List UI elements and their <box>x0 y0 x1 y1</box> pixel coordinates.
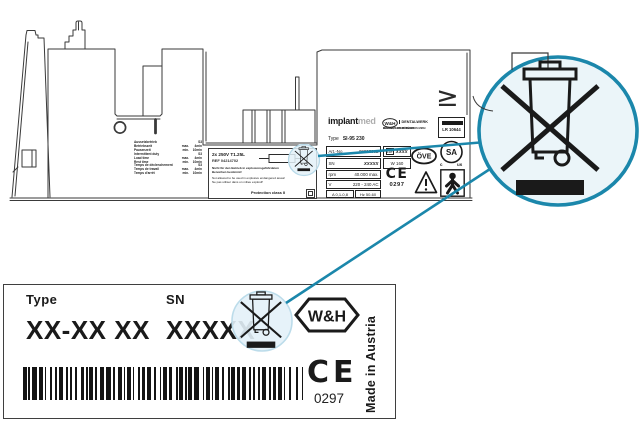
fuse-rating-label: 2x 250V T1.25L REF 04214702 Nicht für de… <box>208 148 317 199</box>
warning-text-fr: Ne pas utiliser dans un milieu explosif! <box>212 180 264 184</box>
ce-number-sticker: 0297 <box>314 391 345 406</box>
svg-text:us: us <box>457 162 463 167</box>
cert-file-box: LR 10644 <box>438 117 465 138</box>
article-number-cell: Art.-No 00993002 <box>326 146 381 157</box>
cert-box-bar <box>441 120 463 125</box>
sticker-sn-label: SN <box>166 292 186 307</box>
sticker-type-label: Type <box>26 292 58 307</box>
vent-grille <box>242 109 316 144</box>
fuse-rating-text: 2x 250V T1.25L <box>212 151 245 157</box>
cert-file-number: LR 10644 <box>442 127 461 132</box>
svg-text:ÖVE: ÖVE <box>417 152 432 161</box>
protection-class-ii-icon <box>306 189 315 198</box>
duty-cycle-row: Temps d'arrêt min. 10min <box>134 171 202 176</box>
pump-lever-outline <box>11 30 51 198</box>
svg-text:SA: SA <box>446 148 457 157</box>
implantmed-logo: implantmed <box>328 116 376 126</box>
sticker-type-value: XX-XX XX <box>26 315 150 345</box>
type-plate: implantmed W&H DENTALWERK W&H DENTALWERK… <box>326 115 468 198</box>
lot-icon: LOT <box>385 148 395 155</box>
lot-cell: LOT XXXX <box>383 146 411 157</box>
serial-sticker: Type XX-XX XX SN XXXXX CE 0297 Made in A… <box>3 284 396 419</box>
power-off-symbol <box>113 121 127 134</box>
frequency-cell: Hz 50-60 <box>355 190 381 198</box>
wh-oval-logo: W&H <box>382 118 398 128</box>
warning-triangle-icon <box>414 171 438 194</box>
rpm-cell: rpm 40.000 max. <box>326 170 381 179</box>
serial-number-cell: SN XXXXX <box>326 158 381 169</box>
duty-cycle-row: Intermittent duty S3 <box>134 151 202 156</box>
person-icon <box>440 169 465 197</box>
clamp-post-outline <box>64 20 86 50</box>
duty-cycle-table: Aussetzbetrieb S3 Betriebszeit max. 4min… <box>134 140 202 176</box>
csa-mark-icon: SA c us <box>440 140 463 167</box>
amperage-cell: A 0,1-0,8 <box>326 190 354 198</box>
ce-mark-sticker: CE <box>307 355 358 390</box>
svg-text:W&H: W&H <box>385 121 397 126</box>
duty-cycle-row: Load time max. 4min <box>134 155 202 160</box>
voltage-cell: V 220 - 240 AC <box>326 180 381 189</box>
duty-cycle-row: Betriebszeit max. 4min <box>134 143 202 148</box>
duty-cycle-row: Rest time min. 10min <box>134 159 202 164</box>
protection-class-text: Protection class II <box>251 190 286 195</box>
sticker-sn-value: XXXXX <box>166 315 256 345</box>
fuse-icon <box>259 154 305 163</box>
duty-cycle-row: Pausenzeit min. 10min <box>134 147 202 152</box>
duty-cycle-row: Temps de déclenchement S3 <box>134 163 202 168</box>
fuse-ref-number: REF 04214702 <box>212 157 239 163</box>
housing-outline <box>47 48 471 199</box>
warning-text-de: Nicht für den Betrieb in explosionsgefäh… <box>212 166 279 170</box>
company-name: DENTALWERK <box>399 119 428 124</box>
duty-cycle-row: Temps de travail max. 4min <box>134 167 202 172</box>
ove-mark-icon: ÖVE <box>411 147 437 165</box>
warning-text-en: Not allowed to be used in explosive enda… <box>212 176 286 180</box>
svg-text:c: c <box>440 162 443 167</box>
foot-control-symbol: ≥ <box>436 82 459 113</box>
barcode <box>23 367 304 400</box>
duty-cycle-row: Aussetzbetrieb S3 <box>134 140 202 144</box>
ce-mark: CE 0297 <box>385 166 409 189</box>
made-in-austria-text: Made in Austria <box>364 315 378 413</box>
